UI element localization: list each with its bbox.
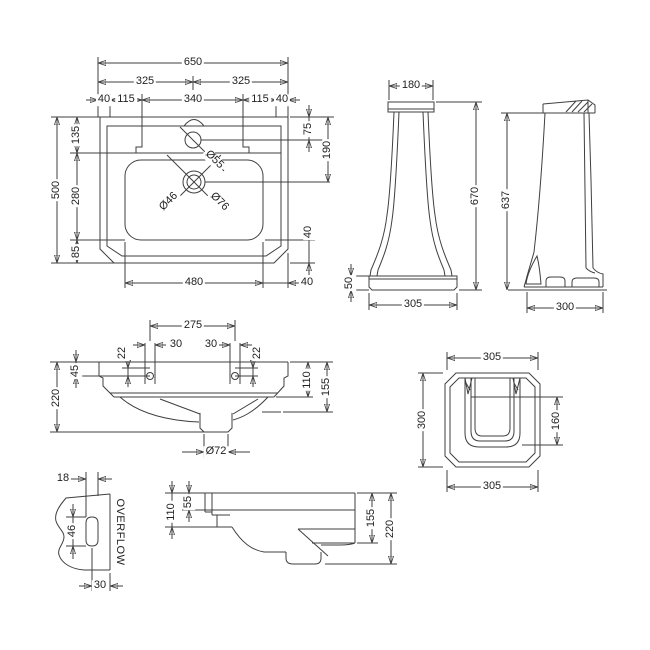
plan-bowl-width-dim: 480 — [182, 276, 206, 289]
front-slot-left-dim: 22 — [116, 344, 129, 362]
front-overall-height-dim: 220 — [50, 386, 63, 410]
pedestal-top-view — [418, 352, 563, 492]
front-mid-height-dim: 155 — [320, 375, 333, 399]
pedtop-top-width-dim: 305 — [480, 351, 504, 364]
overflow-slot-height-dim: 46 — [66, 522, 79, 540]
front-slot-right-dim: 22 — [251, 344, 264, 362]
pedestal-side-height-dim: 637 — [500, 188, 513, 212]
overflow-offset-dim: 18 — [54, 472, 72, 485]
front-fixing-right-dim: 30 — [202, 338, 220, 351]
side-overall-dim: 220 — [384, 517, 397, 541]
plan-tap-offset-right-dim: 115 — [249, 93, 271, 106]
front-waste-dia-label: Ø72 — [203, 445, 229, 458]
plan-tap-offset-left-dim: 115 — [115, 93, 137, 106]
basin-side-view — [165, 481, 397, 565]
pedestal-height-dim: 670 — [469, 184, 482, 208]
plan-edge-left-dim: 40 — [95, 93, 113, 106]
pedestal-front-view — [345, 80, 482, 310]
pedtop-bottom-width-dim: 305 — [480, 480, 504, 493]
plan-waste-from-back-dim: 190 — [321, 138, 334, 162]
plan-half-right-dim: 325 — [229, 75, 253, 88]
side-apron-dim: 110 — [165, 501, 178, 523]
front-fixing-left-dim: 30 — [167, 338, 185, 351]
pedestal-side-view — [501, 99, 607, 313]
plan-tap-span-dim: 340 — [181, 93, 205, 106]
side-mid-dim: 155 — [365, 506, 378, 530]
pedestal-base-width-dim: 305 — [401, 298, 425, 311]
plan-back-deck-dim: 135 — [70, 123, 83, 147]
plan-bowl-edge-vertical-dim: 40 — [302, 223, 315, 241]
pedtop-recess-depth-dim: 160 — [550, 409, 563, 433]
plan-edge-right-dim: 40 — [273, 93, 291, 106]
front-fixing-span-dim: 275 — [181, 319, 205, 332]
plan-bowl-edge-horizontal-dim: 40 — [298, 276, 316, 289]
plan-overall-depth-dim: 500 — [50, 178, 63, 202]
front-apron-height-dim: 110 — [301, 369, 314, 391]
pedestal-plinth-height-dim: 50 — [343, 274, 356, 292]
basin-front-view — [50, 320, 333, 458]
side-rim-dim: 55 — [182, 493, 195, 511]
plan-front-rim-dim: 85 — [70, 243, 83, 261]
plan-overall-width-dim: 650 — [181, 56, 205, 69]
front-hole-drop-dim: 45 — [69, 362, 82, 380]
basin-plan-view — [51, 57, 334, 288]
pedtop-depth-dim: 300 — [416, 408, 429, 432]
plan-half-left-dim: 325 — [133, 75, 157, 88]
plan-bowl-depth-dim: 280 — [70, 184, 83, 208]
pedestal-top-width-dim: 180 — [399, 79, 423, 92]
plan-tap-from-back-dim: 75 — [302, 120, 315, 138]
overflow-edge-offset-dim: 30 — [91, 579, 109, 592]
pedestal-base-depth-dim: 300 — [553, 301, 577, 314]
overflow-detail-view — [55, 472, 123, 591]
overflow-label: OVERFLOW — [113, 496, 126, 568]
